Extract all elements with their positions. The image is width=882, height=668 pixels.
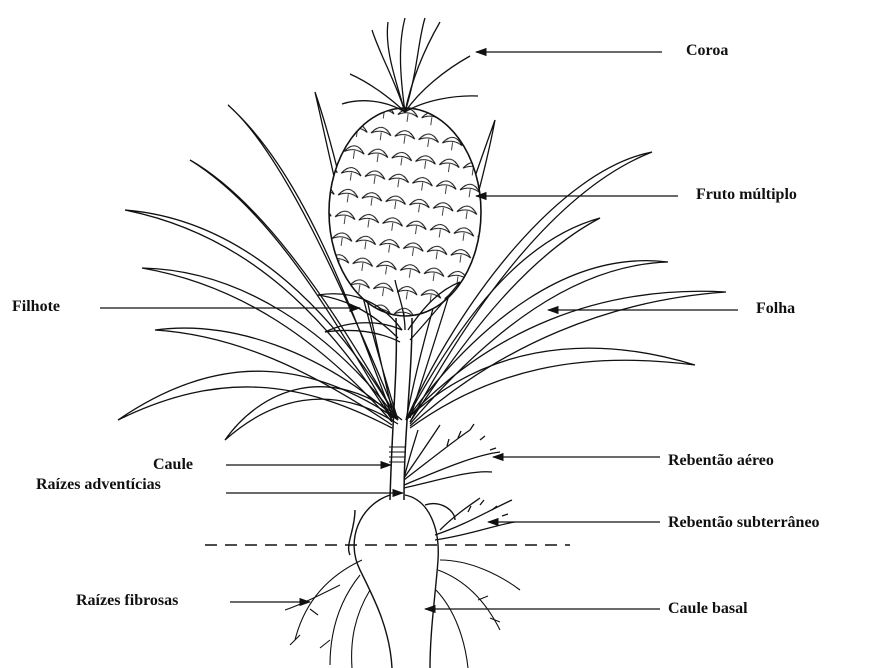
crown (342, 18, 478, 112)
label-raizes-fibrosas: Raízes fibrosas (76, 592, 178, 610)
label-rebentao-aereo: Rebentão aéreo (668, 452, 774, 470)
label-folha: Folha (756, 300, 795, 318)
underground-sucker (435, 498, 515, 540)
label-rebentao-subterraneo: Rebentão subterrâneo (668, 514, 820, 532)
label-raizes-adventicias: Raízes adventícias (36, 476, 161, 494)
label-caule: Caule (153, 456, 193, 474)
label-coroa: Coroa (686, 42, 728, 60)
label-caule-basal: Caule basal (668, 600, 748, 618)
fibrous-roots (285, 560, 520, 668)
label-filhote: Filhote (12, 298, 60, 316)
basal-stem (349, 495, 455, 668)
aerial-sucker (404, 424, 500, 488)
label-fruto-multiplo: Fruto múltiplo (696, 186, 797, 204)
